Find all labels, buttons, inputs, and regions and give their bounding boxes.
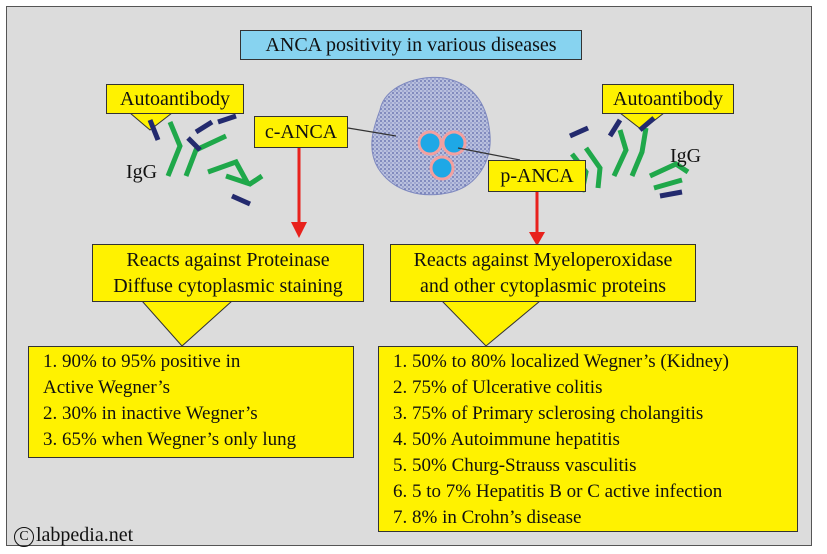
granule (429, 155, 455, 181)
p-anca-reactivity-box: Reacts against Myeloperoxidase and other… (390, 244, 696, 302)
list-item: 1. 50% to 80% localized Wegner’s (Kidney… (393, 349, 797, 375)
list-item-number: 7. (393, 507, 408, 528)
list-item: 2. 30% in inactive Wegner’s (43, 401, 353, 427)
list-item-text: 5 to 7% Hepatitis B or C active infectio… (412, 481, 723, 502)
list-item-number: 3. (393, 403, 408, 424)
canca-pointer-line (347, 127, 397, 137)
panca-pointer-line (457, 147, 521, 161)
list-item-text: 90% to 95% positive in (62, 351, 241, 372)
list-item-continuation: Active Wegner’s (43, 377, 171, 398)
list-item-number: 1. (393, 351, 408, 372)
list-item-number: 2. (393, 377, 408, 398)
list-item-text: 50% to 80% localized Wegner’s (Kidney) (412, 351, 729, 372)
list-item-text: 8% in Crohn’s disease (412, 507, 582, 528)
c-anca-label: c-ANCA (254, 116, 348, 148)
arrow-head-left (291, 222, 307, 238)
list-item: 2. 75% of Ulcerative colitis (393, 375, 797, 401)
list-item-number: 3. (43, 429, 58, 450)
list-item-number: 6. (393, 481, 408, 502)
list-item: 6. 5 to 7% Hepatitis B or C active infec… (393, 479, 797, 505)
list-item: 5. 50% Churg-Strauss vasculitis (393, 453, 797, 479)
copyright-icon: C (14, 527, 34, 547)
reactivity-line: Reacts against Proteinase (126, 249, 330, 271)
list-item-text: 75% of Primary sclerosing cholangitis (412, 403, 704, 424)
arrow-head-right (529, 232, 545, 246)
diagram-title: ANCA positivity in various diseases (240, 30, 582, 60)
igg-label-left: IgG (126, 161, 157, 183)
c-anca-reactivity-box: Reacts against Proteinase Diffuse cytopl… (92, 244, 364, 302)
granule (417, 130, 443, 156)
reactivity-line: and other cytoplasmic proteins (419, 275, 667, 297)
autoantibody-label-left: Autoantibody (106, 84, 244, 114)
callout-pointer-reacts-right (440, 300, 542, 347)
list-item-number: 2. (43, 403, 58, 424)
list-item-number: 4. (393, 429, 408, 450)
reactivity-line: Reacts against Myeloperoxidase (413, 249, 673, 271)
callout-pointer-reacts-left (140, 300, 234, 347)
list-item-number: 1. (43, 351, 58, 372)
list-item: 7. 8% in Crohn’s disease (393, 505, 797, 531)
reactivity-line: Diffuse cytoplasmic staining (113, 275, 343, 297)
list-item-text: 65% when Wegner’s only lung (62, 429, 297, 450)
igg-antibody-left-icon (147, 113, 264, 207)
list-item-text: 50% Churg-Strauss vasculitis (412, 455, 637, 476)
list-item: 4. 50% Autoimmune hepatitis (393, 427, 797, 453)
list-item-text: 75% of Ulcerative colitis (412, 377, 603, 398)
list-item-text: 50% Autoimmune hepatitis (412, 429, 620, 450)
list-item: 3. 65% when Wegner’s only lung (43, 427, 353, 453)
list-item: 1. 90% to 95% positive in (43, 349, 353, 375)
igg-label-right: IgG (670, 145, 701, 167)
list-item: 3. 75% of Primary sclerosing cholangitis (393, 401, 797, 427)
autoantibody-label-right: Autoantibody (602, 84, 734, 114)
p-anca-label: p-ANCA (488, 160, 586, 192)
granule (441, 130, 467, 156)
p-anca-disease-list: 1. 50% to 80% localized Wegner’s (Kidney… (378, 346, 798, 532)
c-anca-disease-list: 1. 90% to 95% positive in Active Wegner’… (28, 346, 354, 458)
list-item-number: 5. (393, 455, 408, 476)
copyright-text: labpedia.net (36, 524, 134, 546)
list-item-text: 30% in inactive Wegner’s (62, 403, 258, 424)
